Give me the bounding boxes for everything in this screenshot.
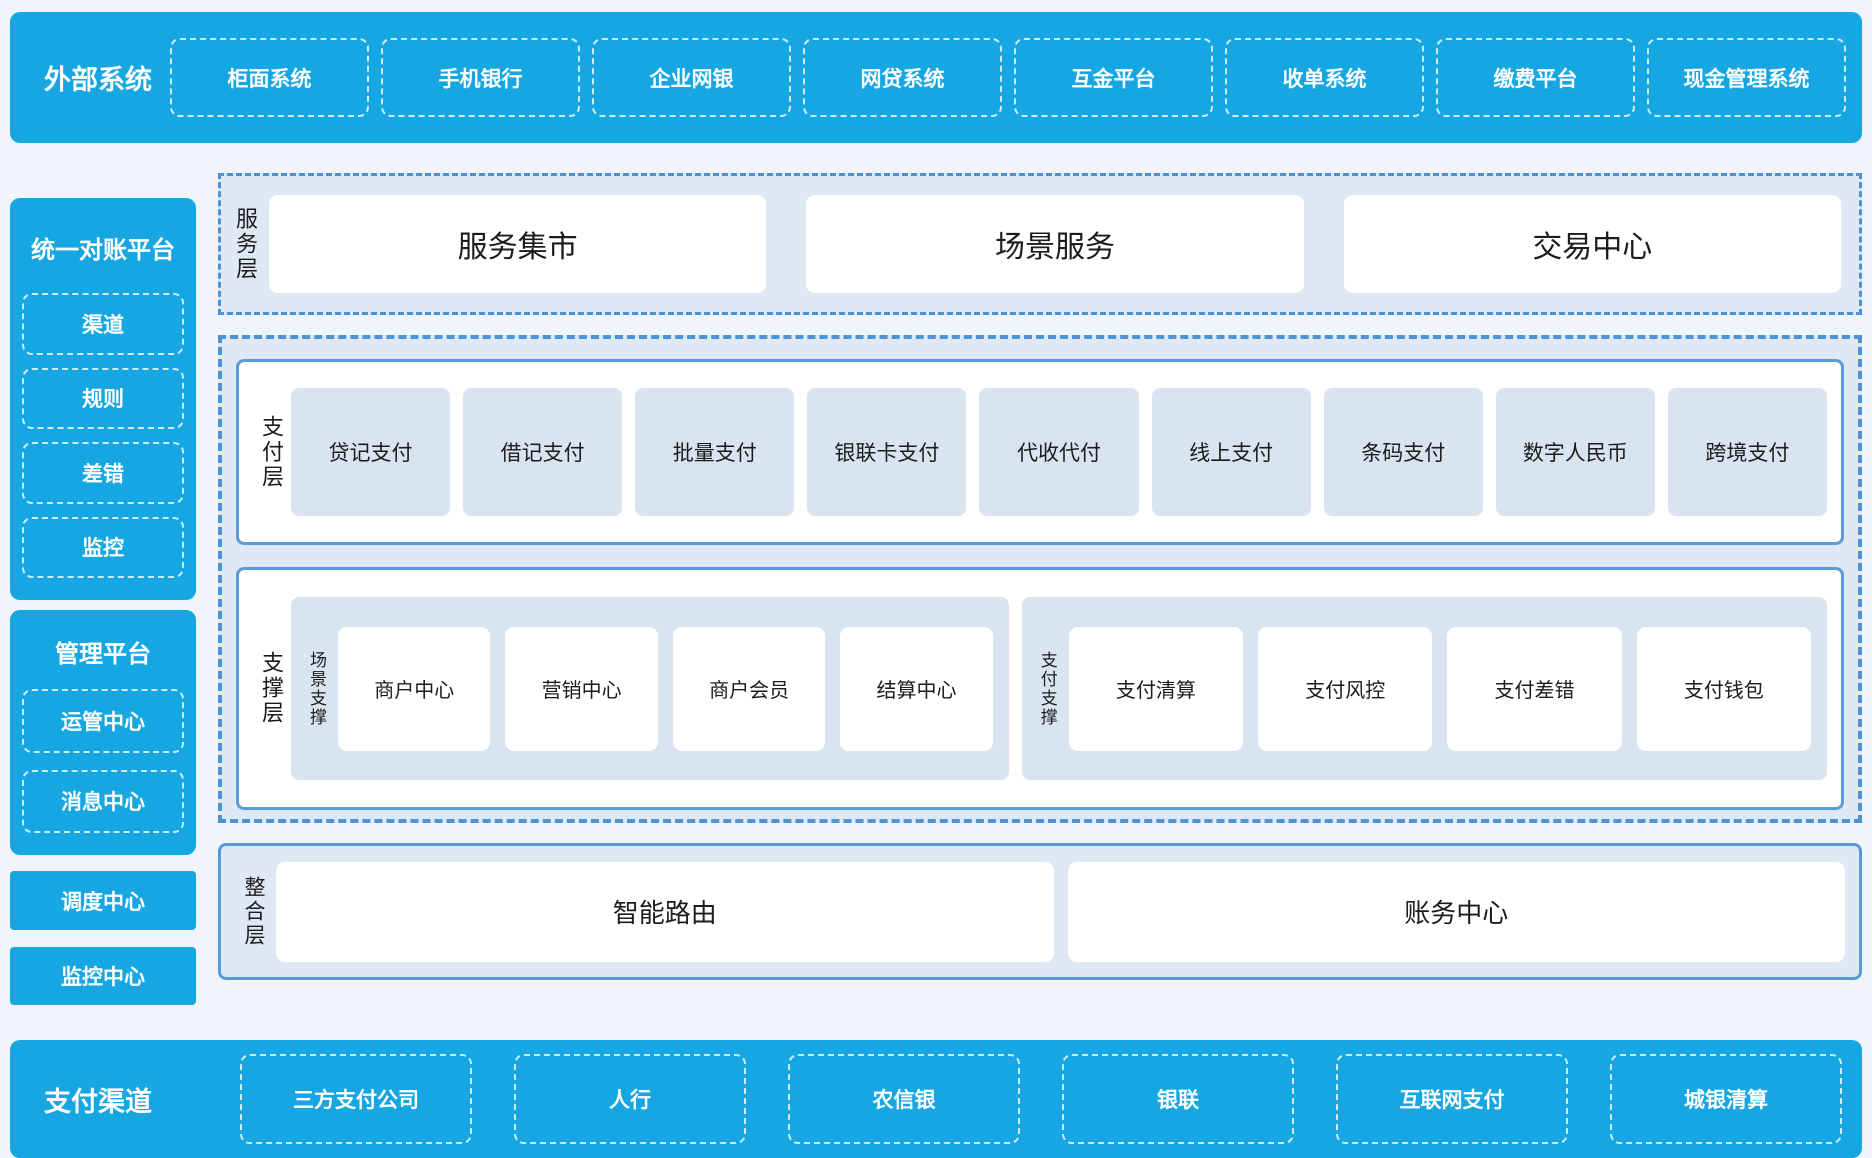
- payment-channels-bar: 支付渠道 三方支付公司 人行 农信银 银联 互联网支付 城银清算: [10, 1040, 1862, 1158]
- service-layer: 服务层 服务集市 场景服务 交易中心: [218, 173, 1862, 315]
- service-layer-items: 服务集市 场景服务 交易中心: [269, 195, 1841, 293]
- service-layer-label: 服务层: [232, 206, 257, 282]
- external-system-item: 互金平台: [1014, 38, 1213, 117]
- payment-support-group: 支付支撑 支付清算 支付风控 支付差错 支付钱包: [1021, 597, 1827, 780]
- payment-support-item: 支付清算: [1068, 626, 1244, 751]
- payment-item: 批量支付: [635, 388, 795, 516]
- external-systems-items: 柜面系统 手机银行 企业网银 网贷系统 互金平台 收单系统 缴费平台 现金管理系…: [170, 38, 1846, 117]
- dispatch-center-box: 调度中心: [10, 871, 196, 930]
- monitor-center-box: 监控中心: [10, 947, 196, 1005]
- reconciliation-platform-panel: 统一对账平台 渠道 规则 差错 监控: [10, 198, 196, 600]
- recon-item: 差错: [22, 442, 184, 504]
- scene-support-item: 商户中心: [338, 626, 491, 751]
- external-system-item: 手机银行: [381, 38, 580, 117]
- service-item: 场景服务: [806, 195, 1304, 293]
- support-layer: 支撑层 场景支撑 商户中心 营销中心 商户会员 结算中心 支付支撑: [236, 567, 1844, 810]
- external-system-item: 柜面系统: [170, 38, 369, 117]
- payment-item: 跨境支付: [1667, 388, 1827, 516]
- payment-channel-item: 互联网支付: [1336, 1054, 1568, 1144]
- integration-layer-items: 智能路由 账务中心: [276, 861, 1845, 962]
- payment-support-item: 支付钱包: [1636, 626, 1811, 751]
- payment-support-item: 支付风控: [1258, 626, 1433, 751]
- payment-channel-item: 人行: [514, 1054, 746, 1144]
- payment-item: 借记支付: [463, 388, 623, 516]
- diagram-body: 统一对账平台 渠道 规则 差错 监控 管理平台 运管中心 消息中心 调度中心 监…: [10, 171, 1862, 1005]
- integration-layer: 整合层 智能路由 账务中心: [218, 843, 1862, 980]
- external-systems-label: 外部系统: [44, 65, 152, 96]
- payment-layer: 支付层 贷记支付 借记支付 批量支付 银联卡支付 代收代付 线上支付 条码支付 …: [236, 359, 1844, 545]
- payment-support-label: 支付支撑: [1036, 650, 1057, 727]
- external-system-item: 缴费平台: [1436, 38, 1635, 117]
- scene-support-label: 场景支撑: [306, 650, 326, 727]
- scene-support-item: 结算中心: [840, 626, 993, 751]
- recon-item: 监控: [22, 516, 184, 578]
- scene-support-item: 营销中心: [505, 626, 658, 751]
- payment-item: 银联卡支付: [807, 388, 967, 516]
- management-platform-panel: 管理平台 运管中心 消息中心: [10, 610, 196, 855]
- mgmt-item: 运管中心: [22, 689, 184, 753]
- external-system-item: 企业网银: [592, 38, 791, 117]
- external-system-item: 现金管理系统: [1647, 38, 1846, 117]
- mgmt-item: 消息中心: [22, 769, 184, 833]
- payment-item: 数字人民币: [1495, 388, 1655, 516]
- external-systems-bar: 外部系统 柜面系统 手机银行 企业网银 网贷系统 互金平台 收单系统 缴费平台 …: [10, 12, 1862, 143]
- payment-layer-label: 支付层: [258, 414, 283, 490]
- management-platform-title: 管理平台: [55, 640, 151, 668]
- support-layer-groups: 场景支撑 商户中心 营销中心 商户会员 结算中心 支付支撑 支付清算 支付风控: [291, 597, 1827, 780]
- service-item: 服务集市: [269, 195, 767, 293]
- payment-channels-items: 三方支付公司 人行 农信银 银联 互联网支付 城银清算: [240, 1054, 1842, 1144]
- recon-item: 规则: [22, 367, 184, 429]
- integration-item: 账务中心: [1067, 861, 1845, 962]
- payment-item: 贷记支付: [291, 388, 451, 516]
- scene-support-item: 商户会员: [672, 626, 826, 751]
- support-layer-label: 支撑层: [258, 651, 283, 726]
- payment-support-item: 支付差错: [1447, 626, 1622, 751]
- integration-layer-label: 整合层: [242, 875, 266, 948]
- left-column: 统一对账平台 渠道 规则 差错 监控 管理平台 运管中心 消息中心 调度中心 监…: [10, 171, 196, 1005]
- reconciliation-platform-title: 统一对账平台: [31, 236, 175, 264]
- scene-support-items: 商户中心 营销中心 商户会员 结算中心: [338, 626, 993, 751]
- payment-channel-item: 银联: [1062, 1054, 1294, 1144]
- integration-item: 智能路由: [276, 861, 1054, 962]
- payment-channels-label: 支付渠道: [44, 1086, 152, 1118]
- payment-item: 线上支付: [1151, 388, 1311, 516]
- payment-item: 条码支付: [1323, 388, 1483, 516]
- payment-channel-item: 城银清算: [1610, 1054, 1842, 1144]
- payment-item: 代收代付: [979, 388, 1139, 516]
- payment-channel-item: 农信银: [788, 1054, 1020, 1144]
- payment-support-items: 支付清算 支付风控 支付差错 支付钱包: [1068, 626, 1811, 751]
- external-system-item: 收单系统: [1225, 38, 1424, 117]
- service-item: 交易中心: [1343, 195, 1841, 293]
- main-column: 服务层 服务集市 场景服务 交易中心 支付层 贷记支付 借记支付 批量支付 银联…: [218, 171, 1862, 1005]
- payment-support-container: 支付层 贷记支付 借记支付 批量支付 银联卡支付 代收代付 线上支付 条码支付 …: [218, 335, 1862, 823]
- payment-layer-items: 贷记支付 借记支付 批量支付 银联卡支付 代收代付 线上支付 条码支付 数字人民…: [291, 388, 1827, 516]
- payment-channel-item: 三方支付公司: [240, 1054, 472, 1144]
- recon-item: 渠道: [22, 293, 184, 355]
- scene-support-group: 场景支撑 商户中心 营销中心 商户会员 结算中心: [291, 597, 1009, 780]
- external-system-item: 网贷系统: [803, 38, 1002, 117]
